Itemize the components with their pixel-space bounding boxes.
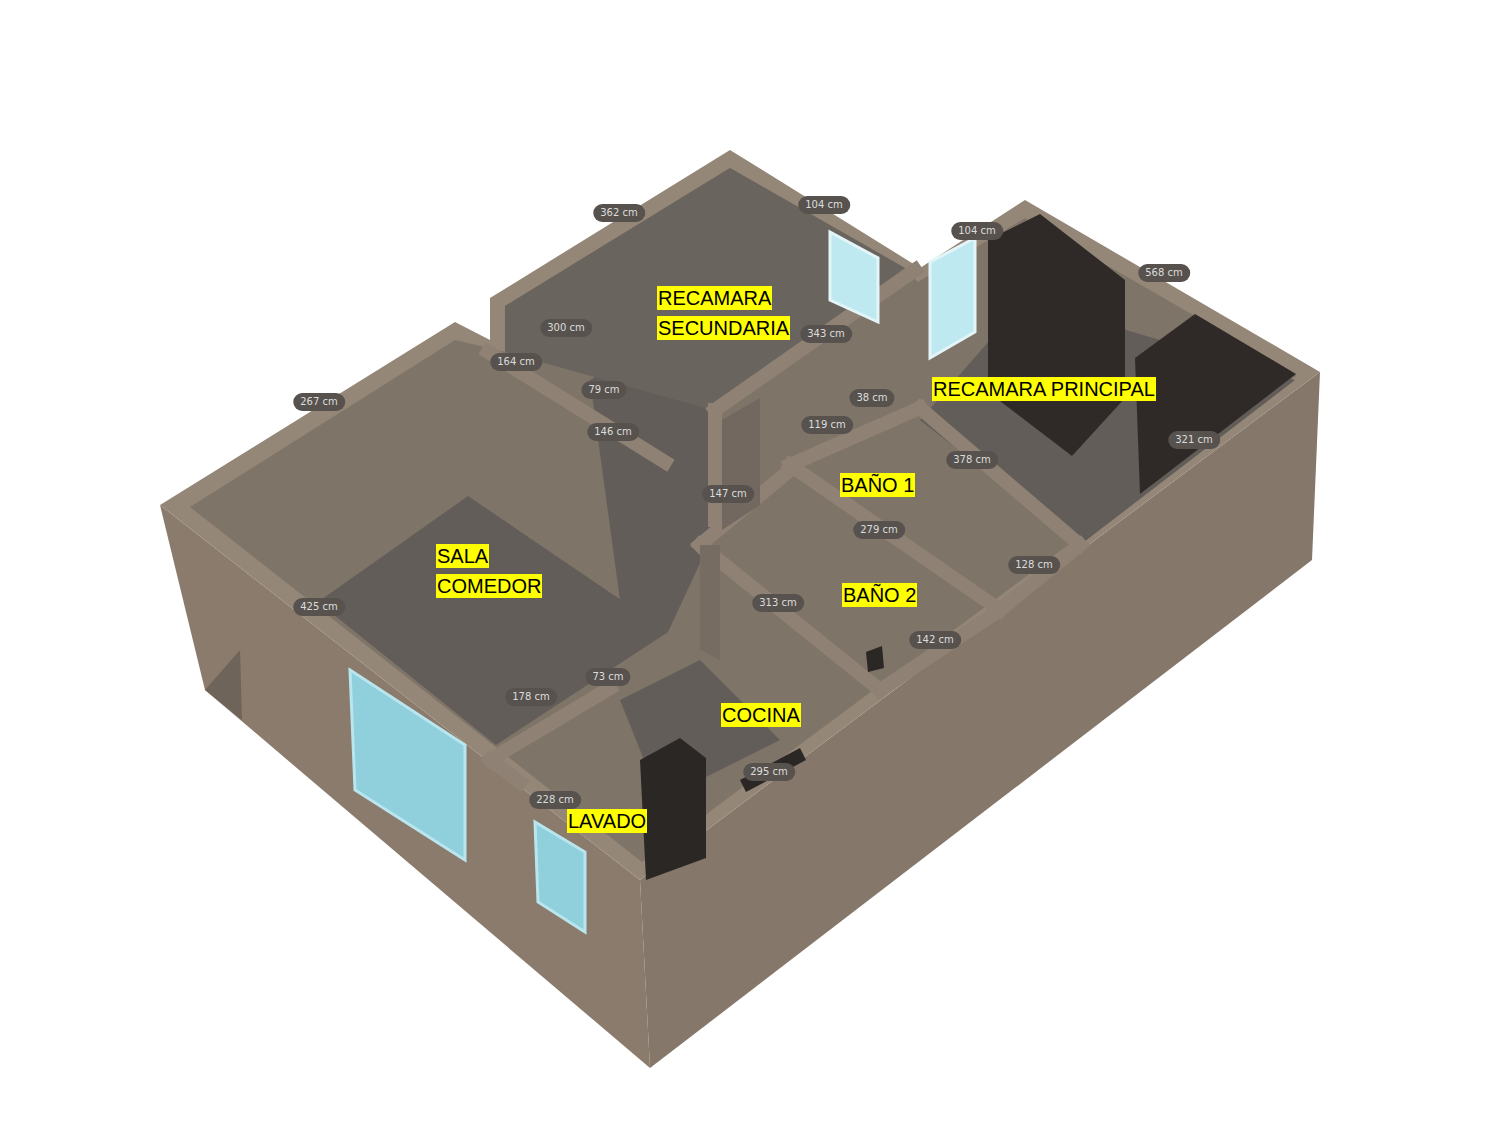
dimension-label: 300 cm (540, 319, 592, 337)
dimension-label: 378 cm (946, 451, 998, 469)
dimension-label: 321 cm (1168, 431, 1220, 449)
window (535, 822, 585, 932)
dimension-label: 128 cm (1008, 556, 1060, 574)
room-label: BAÑO 1 (840, 470, 915, 500)
dimension-label: 267 cm (293, 393, 345, 411)
room-label: BAÑO 2 (842, 580, 917, 610)
dimension-label: 146 cm (587, 423, 639, 441)
dimension-label: 568 cm (1138, 264, 1190, 282)
closet (988, 214, 1125, 456)
room-name: LAVADO (567, 809, 647, 833)
room-name: RECAMARA PRINCIPAL (932, 377, 1156, 401)
dimension-label: 104 cm (798, 196, 850, 214)
dimension-label: 164 cm (490, 353, 542, 371)
dimension-label: 343 cm (800, 325, 852, 343)
dimension-label: 79 cm (581, 381, 626, 399)
wall-face (722, 398, 760, 530)
dimension-label: 279 cm (853, 521, 905, 539)
wall-shadow (205, 650, 242, 720)
dimension-label: 295 cm (743, 763, 795, 781)
window (350, 670, 465, 860)
dimension-label: 313 cm (752, 594, 804, 612)
room-name: COCINA (721, 703, 801, 727)
floor (505, 168, 905, 410)
dimension-label: 73 cm (585, 668, 630, 686)
dimension-label: 147 cm (702, 485, 754, 503)
dimension-label: 104 cm (951, 222, 1003, 240)
dimension-label: 362 cm (593, 204, 645, 222)
room-label: COCINA (721, 700, 801, 730)
room-name: SALA COMEDOR (436, 544, 542, 598)
room-name: RECAMARA SECUNDARIA (657, 286, 790, 340)
dimension-label: 178 cm (505, 688, 557, 706)
room-label: RECAMARA SECUNDARIA (657, 283, 790, 343)
window (830, 232, 878, 322)
room-label: SALA COMEDOR (436, 541, 542, 601)
fixture (866, 646, 884, 672)
room-name: BAÑO 1 (840, 473, 915, 497)
dimension-label: 38 cm (849, 389, 894, 407)
dimension-label: 228 cm (529, 791, 581, 809)
wall-top (160, 150, 1320, 880)
wall-face (700, 545, 720, 660)
counter (740, 748, 806, 792)
room-label: RECAMARA PRINCIPAL (932, 374, 1156, 404)
dimension-label: 142 cm (909, 631, 961, 649)
window (930, 238, 975, 358)
refrigerator (640, 738, 706, 880)
room-name: BAÑO 2 (842, 583, 917, 607)
interior (190, 168, 1297, 862)
dimension-label: 425 cm (293, 598, 345, 616)
dimension-label: 119 cm (801, 416, 853, 434)
closet (1135, 314, 1296, 494)
room-label: LAVADO (567, 806, 647, 836)
